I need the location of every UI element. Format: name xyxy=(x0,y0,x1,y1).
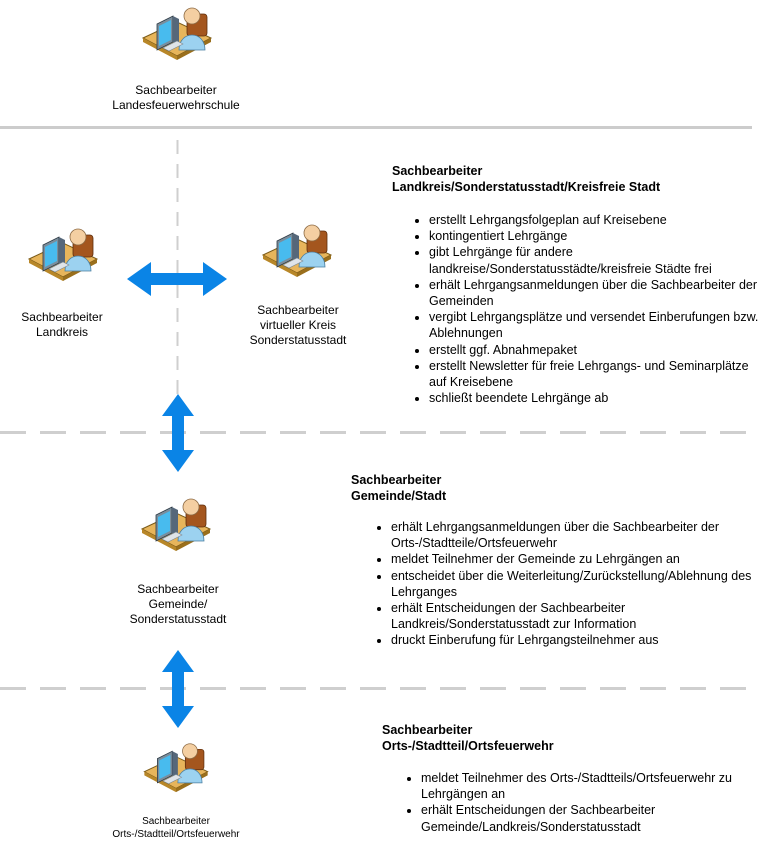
list-item: entscheidet über die Weiterleitung/Zurüc… xyxy=(391,568,763,600)
worker-icon-virtuell xyxy=(262,224,332,278)
double-arrow-horizontal xyxy=(127,262,227,296)
separator-solid xyxy=(0,126,752,129)
list-item: gibt Lehrgänge für andere landkreise/Son… xyxy=(429,244,763,276)
list-item: erstellt ggf. Abnahmepaket xyxy=(429,342,763,358)
list-item: meldet Teilnehmer der Gemeinde zu Lehrgä… xyxy=(391,551,763,567)
worker-icon-gemeinde xyxy=(141,498,211,552)
list-item: schließt beendete Lehrgänge ab xyxy=(429,390,763,406)
list-item: vergibt Lehrgangsplätze und versendet Ei… xyxy=(429,309,763,341)
separator-vertical-dashed xyxy=(176,140,179,395)
section-list-ort: meldet Teilnehmer des Orts-/Stadtteils/O… xyxy=(403,770,751,835)
list-item: erhält Lehrgangsanmeldungen über die Sac… xyxy=(429,277,763,309)
double-arrow-vertical-2 xyxy=(162,650,194,728)
section-list-gemeinde: erhält Lehrgangsanmeldungen über die Sac… xyxy=(373,519,763,649)
list-item: erhält Lehrgangsanmeldungen über die Sac… xyxy=(391,519,763,551)
list-item: erhält Entscheidungen der Sachbearbeiter… xyxy=(421,802,751,834)
worker-icon-landkreis xyxy=(28,228,98,282)
worker-icon-school xyxy=(142,7,212,61)
separator-dashed-2 xyxy=(0,687,752,690)
worker-icon-ort xyxy=(143,743,209,793)
list-item: erstellt Lehrgangsfolgeplan auf Kreisebe… xyxy=(429,212,763,228)
section-list-kreis: erstellt Lehrgangsfolgeplan auf Kreisebe… xyxy=(411,212,763,406)
list-item: erhält Entscheidungen der Sachbearbeiter… xyxy=(391,600,763,632)
separator-dashed-1 xyxy=(0,431,752,434)
double-arrow-vertical-1 xyxy=(162,394,194,472)
list-item: erstellt Newsletter für freie Lehrgangs-… xyxy=(429,358,763,390)
list-item: meldet Teilnehmer des Orts-/Stadtteils/O… xyxy=(421,770,751,802)
list-item: kontingentiert Lehrgänge xyxy=(429,228,763,244)
list-item: druckt Einberufung für Lehrgangsteilnehm… xyxy=(391,632,763,648)
